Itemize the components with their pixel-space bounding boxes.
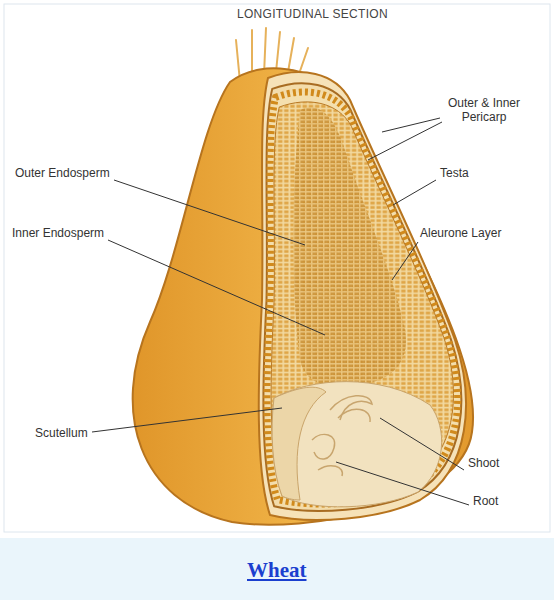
part-label: Testa bbox=[440, 166, 469, 180]
leader-line bbox=[92, 408, 282, 432]
leader-line bbox=[382, 118, 440, 132]
leader-line bbox=[108, 240, 325, 335]
part-label: Aleurone Layer bbox=[420, 226, 501, 240]
hair bbox=[288, 38, 294, 72]
part-label: Outer Endosperm bbox=[15, 166, 110, 180]
leader-line bbox=[114, 180, 305, 245]
caption-band bbox=[0, 538, 554, 600]
leader-line bbox=[380, 418, 464, 470]
part-label: Shoot bbox=[468, 456, 499, 470]
part-label: Root bbox=[473, 494, 498, 508]
leader-line bbox=[392, 242, 418, 280]
diagram-title: LONGITUDINAL SECTION bbox=[237, 7, 388, 21]
root-curve bbox=[318, 466, 342, 476]
hair bbox=[276, 32, 280, 72]
leader-lines bbox=[92, 118, 469, 505]
testa-layer bbox=[263, 83, 461, 511]
root-curve bbox=[312, 434, 335, 459]
leader-line bbox=[393, 180, 436, 205]
pericarp-layer bbox=[259, 72, 466, 520]
picture-frame bbox=[4, 4, 550, 532]
shoot-curve bbox=[330, 396, 372, 420]
shoot-curve bbox=[338, 409, 370, 422]
part-label: Inner Endosperm bbox=[12, 226, 104, 240]
leader-line bbox=[368, 122, 442, 160]
hair bbox=[299, 48, 308, 74]
grain-hull bbox=[133, 68, 473, 524]
scutellum bbox=[272, 387, 326, 500]
part-label: Outer & Inner Pericarp bbox=[440, 96, 528, 124]
leader-line bbox=[336, 462, 469, 505]
part-label: Scutellum bbox=[35, 426, 88, 440]
figure-caption: Wheat bbox=[247, 558, 307, 583]
